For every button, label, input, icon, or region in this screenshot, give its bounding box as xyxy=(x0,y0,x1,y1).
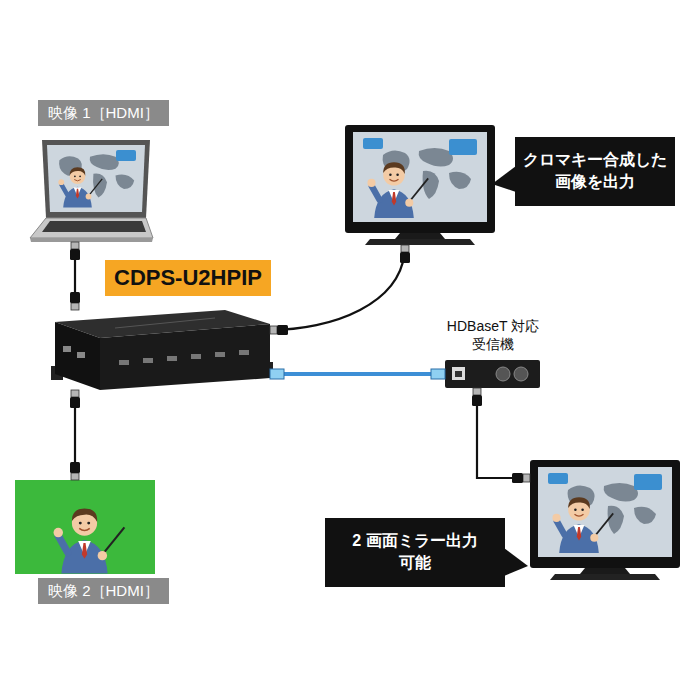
lan-plug xyxy=(270,369,284,379)
monitor-illustration xyxy=(345,125,495,245)
tag-label: CDPS-U2HPIP xyxy=(105,260,271,296)
hdmi-plug xyxy=(70,292,80,310)
lan-plug xyxy=(431,369,445,379)
cable-line xyxy=(477,388,530,478)
laptop-illustration xyxy=(30,140,153,242)
tag-holder: 映像 1［HDMI］ xyxy=(38,100,169,126)
hdmi-plug xyxy=(270,325,288,335)
switcher-device: CDPS-U2HPIP xyxy=(55,310,270,390)
callout-text: クロマキー合成した 画像を出力 xyxy=(515,137,675,206)
hdmi-plug xyxy=(70,242,80,260)
hdmi-cable xyxy=(70,242,80,310)
callout-pointer xyxy=(492,166,516,192)
hdmi-plug xyxy=(472,388,482,406)
laptop-source: 映像 1［HDMI］ xyxy=(28,140,153,242)
tag-holder: クロマキー合成した 画像を出力 xyxy=(515,137,675,206)
hdmi-cable xyxy=(270,245,410,335)
tag-holder: 2 画面ミラー出力 可能 xyxy=(325,518,505,587)
monitor-illustration xyxy=(530,460,680,580)
tag-label: 映像 2［HDMI］ xyxy=(38,578,169,604)
callout-text: 2 画面ミラー出力 可能 xyxy=(325,518,505,587)
lan-cable xyxy=(270,369,445,379)
monitor-display: クロマキー合成した 画像を出力 xyxy=(345,125,495,245)
tag-holder: CDPS-U2HPIP xyxy=(105,260,271,296)
monitor-display: 2 画面ミラー出力 可能 xyxy=(530,460,680,580)
device-label: HDBaseT 対応 受信機 xyxy=(443,318,543,353)
tag-holder: HDBaseT 対応 受信機 xyxy=(443,318,543,353)
callout-pointer xyxy=(504,548,528,576)
greenscreen-illustration xyxy=(15,480,155,574)
cable-line xyxy=(270,372,445,376)
cable-line xyxy=(270,245,405,330)
hdmi-plug xyxy=(70,462,80,480)
tag-label: 映像 1［HDMI］ xyxy=(38,100,169,126)
switcher-illustration xyxy=(51,310,273,390)
hdmi-plug xyxy=(400,245,410,263)
hdbaset-receiver: HDBaseT 対応 受信機 xyxy=(445,360,540,388)
hdmi-cable xyxy=(472,388,530,483)
hdmi-plug xyxy=(512,473,530,483)
hdmi-plug xyxy=(70,390,80,408)
greenscreen-source: 映像 2［HDMI］ xyxy=(15,480,155,574)
hdmi-cable xyxy=(70,390,80,480)
tag-holder: 映像 2［HDMI］ xyxy=(38,578,169,604)
receiver-illustration xyxy=(445,360,540,388)
